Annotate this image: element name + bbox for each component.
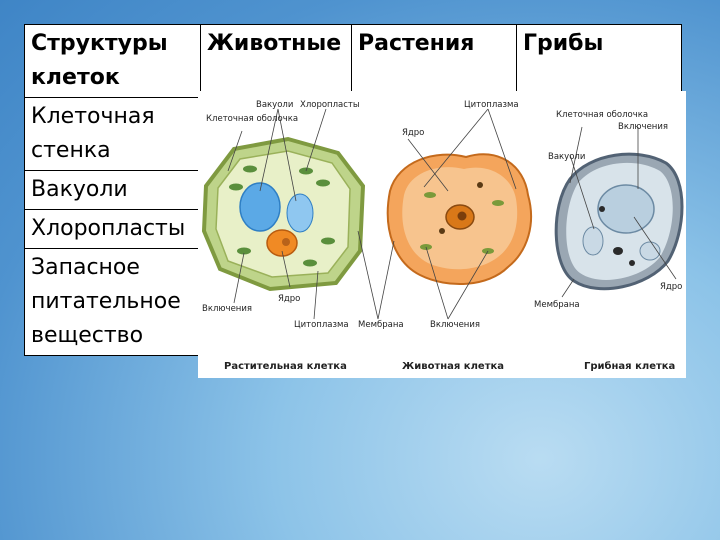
row-label-storage-nutrient: Запасное питательное вещество bbox=[25, 249, 201, 356]
label-fungal-nucleus: Ядро bbox=[660, 282, 682, 292]
label-fungal-membrane: Мембрана bbox=[534, 300, 580, 310]
label-plant-vacuoles: Вакуоли bbox=[256, 100, 293, 110]
label-fungal-vacuoles: Вакуоли bbox=[548, 152, 585, 162]
label-plant-inclusions: Включения bbox=[202, 304, 252, 314]
table-header-row: Структуры клеток Животные Растения Грибы bbox=[25, 25, 682, 98]
caption-plant-cell: Растительная клетка bbox=[224, 361, 347, 372]
cell-diagram-figure: Вакуоли Хлоропласты Клеточная оболочка Я… bbox=[198, 91, 686, 378]
plant-cell-illustration bbox=[204, 139, 363, 289]
header-structures: Структуры клеток bbox=[25, 25, 201, 98]
caption-fungal-cell: Грибная клетка bbox=[584, 360, 675, 372]
label-plant-cell-wall: Клеточная оболочка bbox=[206, 114, 298, 124]
header-fungi: Грибы bbox=[517, 25, 682, 98]
cell-diagram-svg: Вакуоли Хлоропласты Клеточная оболочка Я… bbox=[198, 91, 686, 378]
row-label-vacuoles: Вакуоли bbox=[25, 171, 201, 210]
row-label-cell-wall: Клеточная стенка bbox=[25, 98, 201, 171]
label-animal-cytoplasm: Цитоплазма bbox=[464, 100, 519, 110]
header-animals: Животные bbox=[201, 25, 352, 98]
fungal-cell-illustration bbox=[556, 154, 682, 289]
label-plant-membrane: Мембрана bbox=[358, 320, 404, 330]
label-plant-nucleus: Ядро bbox=[278, 294, 300, 304]
label-plant-cytoplasm: Цитоплазма bbox=[294, 320, 349, 330]
label-animal-inclusions: Включения bbox=[430, 320, 480, 330]
animal-cell-illustration bbox=[388, 154, 531, 284]
caption-animal-cell: Животная клетка bbox=[402, 361, 504, 372]
label-fungal-cell-wall: Клеточная оболочка bbox=[556, 110, 648, 120]
label-fungal-inclusions: Включения bbox=[618, 122, 668, 132]
label-animal-nucleus: Ядро bbox=[402, 128, 424, 138]
row-label-chloroplasts: Хлоропласты bbox=[25, 210, 201, 249]
label-plant-chloroplasts: Хлоропласты bbox=[300, 100, 360, 110]
header-plants: Растения bbox=[352, 25, 517, 98]
